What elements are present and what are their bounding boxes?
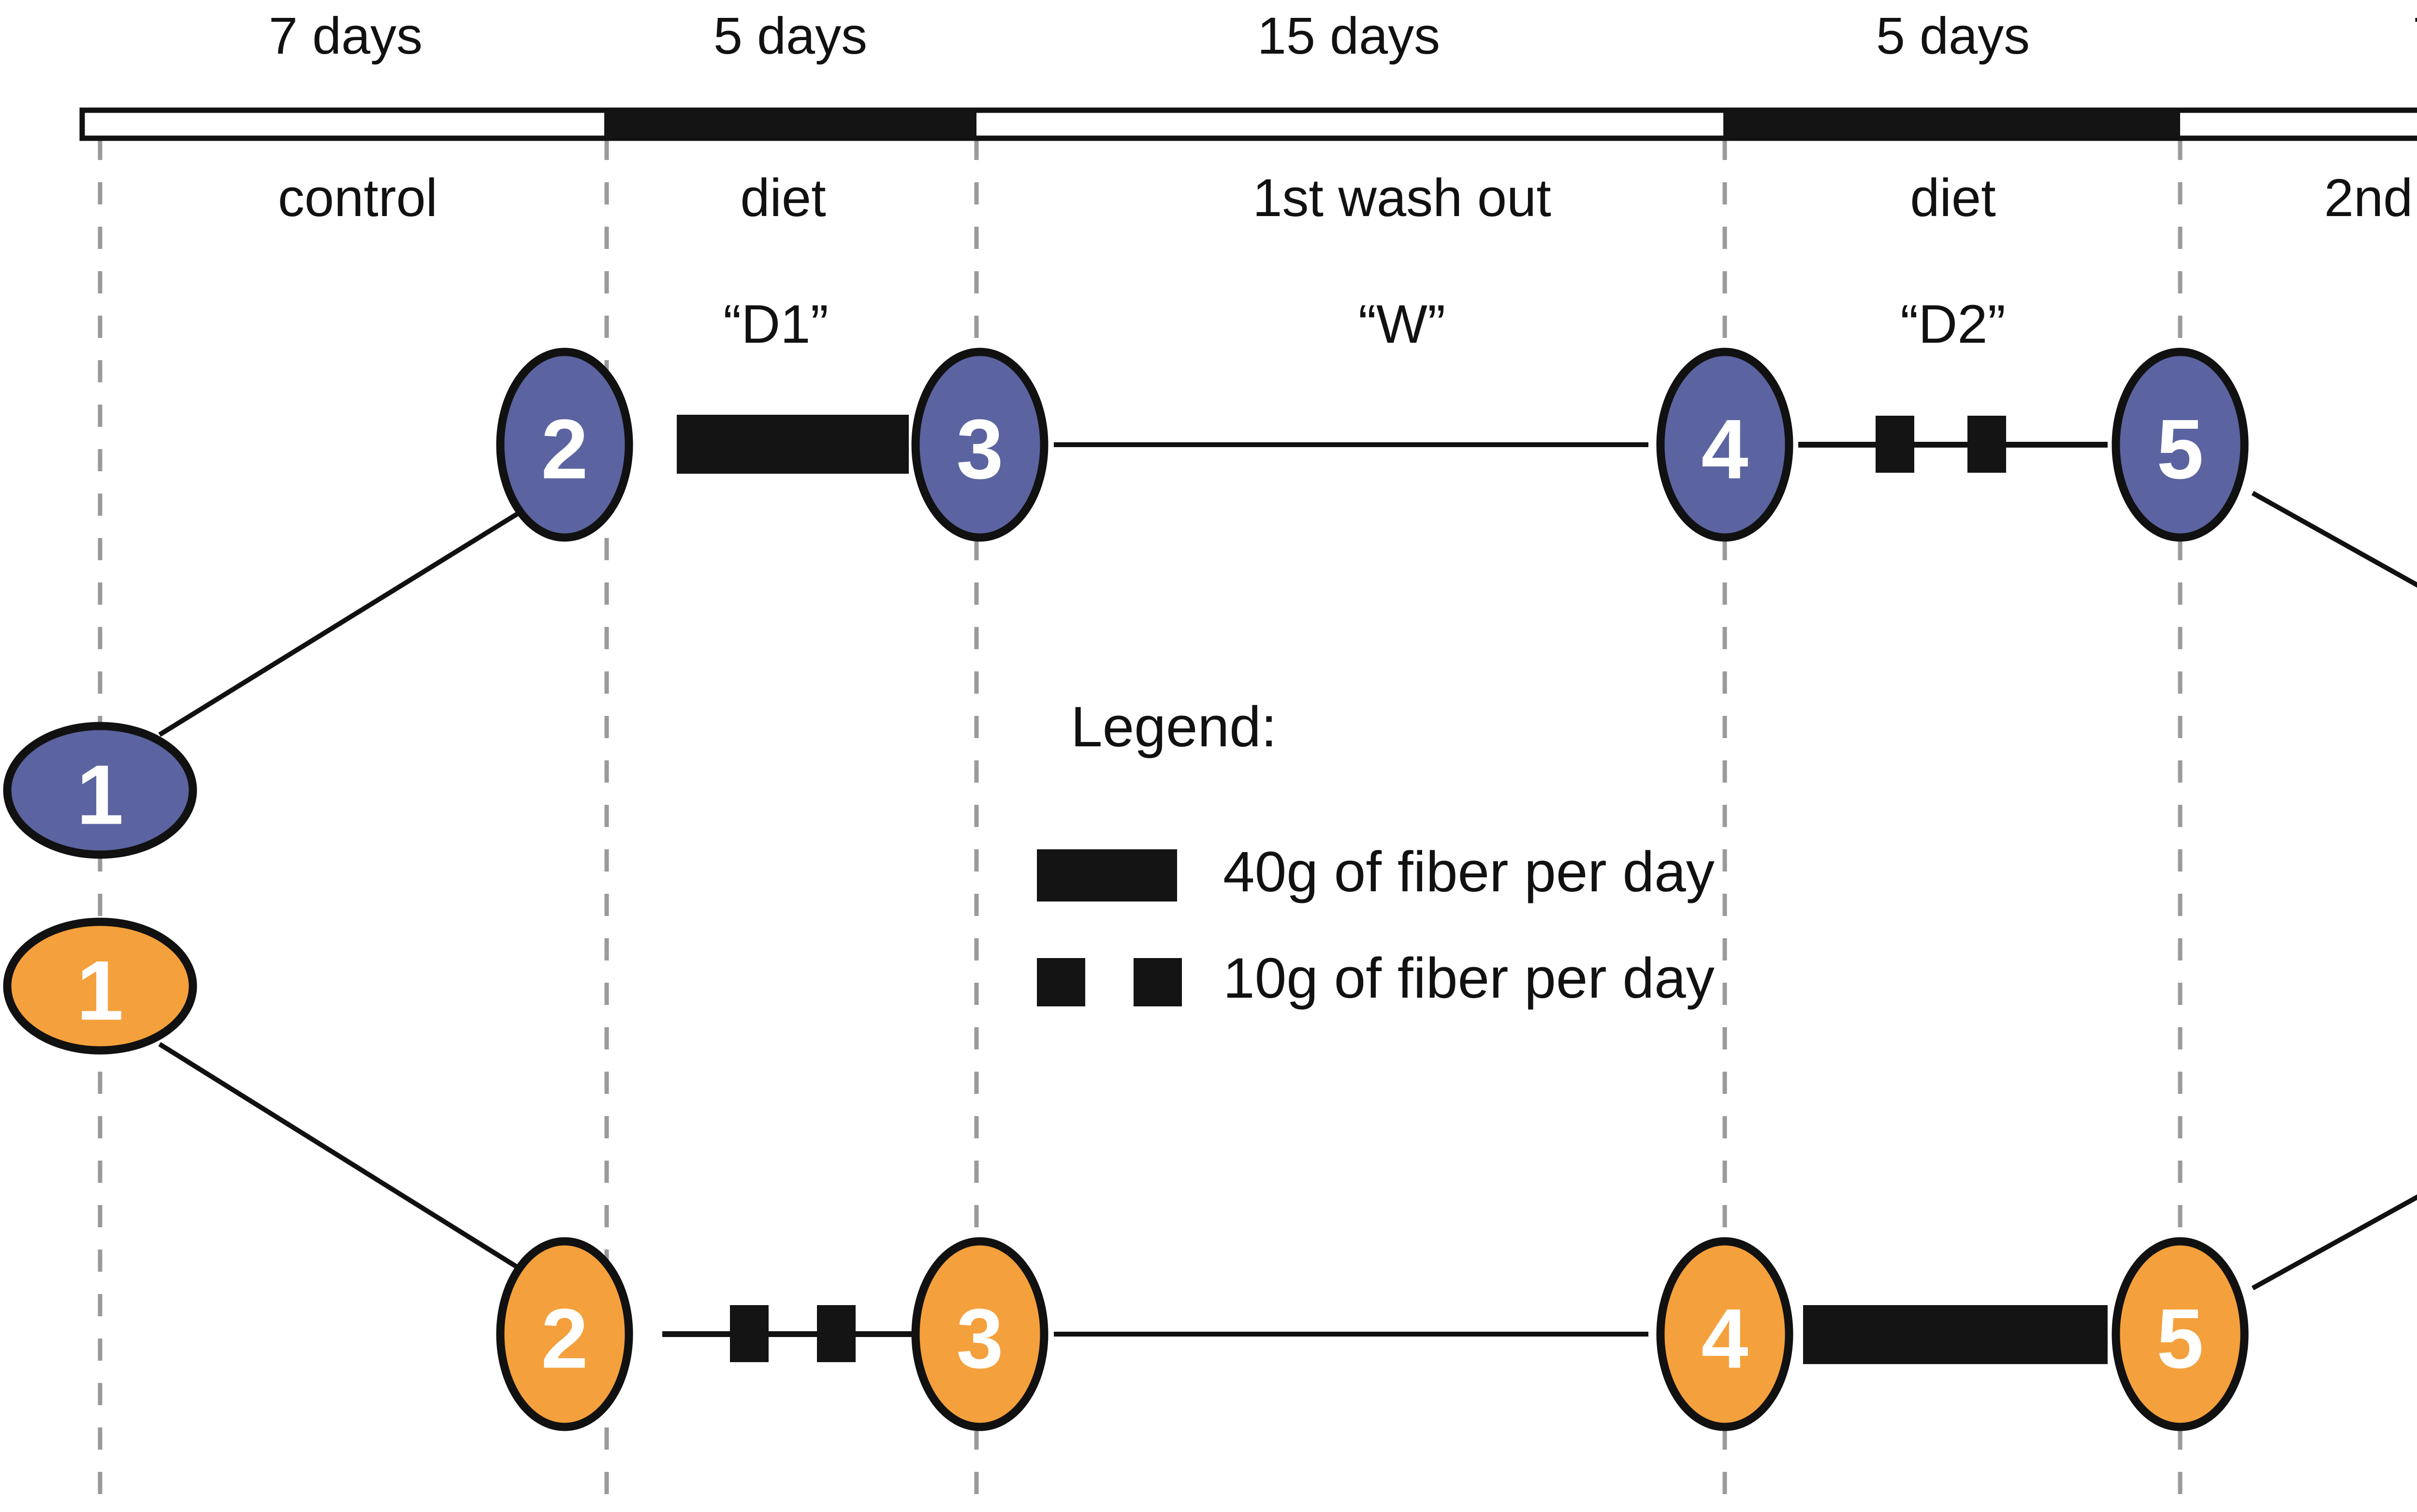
phase-label-diet-1: diet — [740, 168, 826, 228]
timeline-bar — [79, 107, 2417, 141]
period-code-d2: “D2” — [1900, 294, 2006, 354]
node-orange-4[interactable] — [1656, 1237, 1793, 1431]
phase-label-second-washout: 2nd wash out — [2324, 168, 2417, 228]
node-orange-2-label: 2 — [541, 1292, 588, 1386]
link-orange-5-6 — [2251, 1194, 2417, 1291]
node-blue-1-label: 1 — [76, 748, 123, 843]
node-orange-3-label: 3 — [956, 1292, 1003, 1386]
link-blue-4-5-lowfiber-square-2 — [1967, 416, 2006, 473]
period-code-w: “W” — [1358, 294, 1446, 354]
node-orange-1[interactable] — [3, 917, 197, 1055]
node-blue-2[interactable] — [496, 348, 633, 542]
arm-orange-links — [158, 1042, 2417, 1364]
legend-title: Legend: — [1071, 695, 1277, 759]
legend-swatch-lowfiber-square-2 — [1134, 958, 1182, 1006]
legend-item-highfiber-label: 40g of fiber per day — [1223, 840, 1715, 904]
link-blue-1-2 — [158, 491, 553, 737]
timeline-segment-diet-1 — [604, 110, 976, 138]
phase-label-diet-2: diet — [1910, 168, 1996, 228]
node-orange-3[interactable] — [911, 1237, 1048, 1431]
node-blue-1[interactable] — [3, 722, 197, 859]
node-blue-3-label: 3 — [956, 403, 1003, 497]
link-blue-4-5-lowfiber-square-1 — [1876, 416, 1914, 473]
link-orange-2-3-lowfiber-square-2 — [817, 1305, 856, 1362]
duration-label-5: 7 days — [2413, 10, 2417, 62]
node-blue-4-label: 4 — [1701, 403, 1748, 497]
node-orange-5-label: 5 — [2156, 1292, 2203, 1386]
node-orange-1-label: 1 — [76, 944, 123, 1038]
arm-blue-nodes — [3, 348, 2249, 859]
phase-label-first-washout: 1st wash out — [1252, 168, 1551, 228]
duration-label-3: 15 days — [1257, 6, 1441, 65]
node-blue-4[interactable] — [1656, 348, 1793, 542]
legend-swatch-highfiber-bar — [1037, 849, 1177, 901]
timeline-segment-diet-2 — [1723, 110, 2180, 138]
node-orange-2[interactable] — [496, 1237, 633, 1431]
link-orange-1-2 — [158, 1042, 553, 1291]
duration-label-1: 7 days — [268, 6, 423, 65]
node-blue-5[interactable] — [2111, 348, 2249, 542]
node-orange-5[interactable] — [2111, 1237, 2249, 1431]
gridlines — [98, 138, 2183, 1501]
node-blue-2-label: 2 — [541, 403, 588, 497]
arm-orange-nodes — [3, 917, 2249, 1431]
link-orange-2-3-lowfiber-square-1 — [730, 1305, 769, 1362]
legend-item-lowfiber-label: 10g of fiber per day — [1223, 946, 1715, 1010]
duration-label-2: 5 days — [713, 6, 868, 65]
legend-glyphs — [1037, 849, 1182, 1006]
link-blue-2-3-highfiber-bar — [677, 415, 909, 474]
period-code-d1: “D1” — [723, 294, 829, 354]
node-labels: 1 2 3 4 5 6 1 2 3 4 5 6 — [76, 403, 2203, 1386]
legend-swatch-lowfiber-square-1 — [1037, 958, 1085, 1006]
node-blue-3[interactable] — [911, 348, 1048, 542]
phase-label-control: control — [277, 168, 438, 228]
link-orange-4-5-highfiber-bar — [1803, 1305, 2108, 1364]
node-orange-4-label: 4 — [1701, 1292, 1748, 1386]
node-blue-5-label: 5 — [2156, 403, 2203, 497]
duration-label-4: 5 days — [1876, 6, 2030, 65]
arm-blue-links — [158, 415, 2417, 737]
link-blue-5-6 — [2251, 491, 2417, 588]
